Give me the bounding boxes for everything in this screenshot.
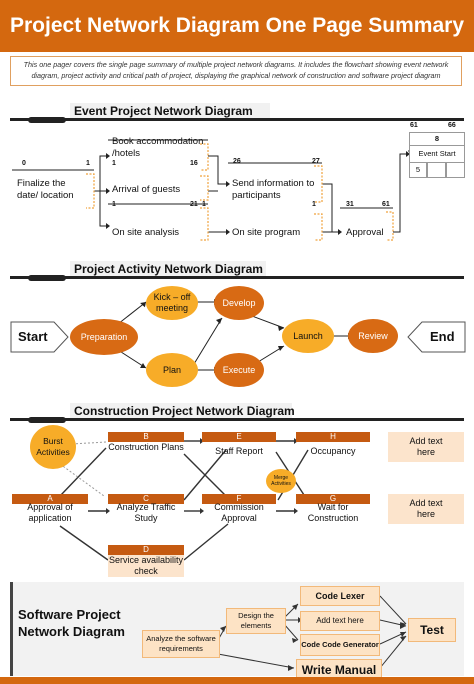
event-num-1e: 1 [312, 201, 316, 208]
activity-section-rule [10, 276, 464, 279]
construction-f-letter: F [202, 494, 276, 504]
activity-plan: Plan [146, 353, 198, 387]
software-design: Design the elements [226, 608, 286, 634]
construction-a-letter: A [12, 494, 88, 504]
construction-b-letter: B [108, 432, 184, 442]
event-start-number: 8 [409, 132, 465, 146]
event-section-pill [28, 117, 66, 123]
event-num-66: 66 [448, 122, 456, 129]
event-start-cell-empty [427, 162, 446, 178]
construction-add-text-1: Add text here [388, 432, 464, 462]
construction-burst: Burst Activities [30, 425, 76, 469]
software-side-rule [10, 582, 13, 676]
description-box: This one pager covers the single page su… [10, 56, 462, 86]
construction-section-rule [10, 418, 464, 421]
software-analyze: Analyze the software requirements [142, 630, 220, 658]
end-label: End [430, 329, 455, 344]
event-num-27: 27 [312, 158, 320, 165]
construction-a-text: Approval of application [27, 502, 73, 523]
construction-section-title: Construction Project Network Diagram [74, 404, 295, 418]
construction-c-letter: C [108, 494, 184, 504]
event-section-title: Event Project Network Diagram [74, 104, 253, 118]
header-bar [0, 0, 474, 52]
construction-merge: Merge Activities [266, 469, 296, 493]
event-onsite-analysis: On site analysis [112, 227, 180, 238]
footer-bar [0, 677, 474, 684]
construction-diagram-lines [59, 438, 309, 561]
construction-add-text-2: Add text here [388, 494, 464, 524]
activity-preparation: Preparation [70, 319, 138, 355]
event-num-21: 21 [190, 201, 198, 208]
activity-review: Review [348, 319, 398, 353]
software-code-lexer: Code Lexer [300, 586, 380, 606]
event-finalize: Finalize the date/ location [17, 178, 74, 201]
event-onsite-program: On site program [232, 227, 301, 238]
activity-execute: Execute [214, 353, 264, 387]
construction-f-text: Commission Approval [214, 502, 264, 523]
event-start-cell: 5 [409, 162, 427, 178]
event-num-26: 26 [233, 158, 241, 165]
activity-develop: Develop [214, 286, 264, 320]
event-section-rule [10, 118, 464, 121]
software-diagram-lines [217, 595, 407, 671]
activity-title-bg [70, 261, 266, 276]
end-arrow [407, 321, 466, 353]
event-num-1a: 1 [86, 160, 90, 167]
construction-h-text: Occupancy [310, 446, 356, 456]
event-start-label: Event Start [409, 145, 465, 163]
construction-c-text: Analyze Traffic Study [116, 502, 176, 523]
event-num-1d: 1 [202, 201, 206, 208]
construction-d-letter: D [108, 545, 184, 555]
construction-e-text: Staff Report [215, 446, 263, 456]
construction-g-letter: G [296, 494, 370, 504]
software-test: Test [408, 618, 456, 642]
activity-launch: Launch [282, 319, 334, 353]
construction-h-letter: H [296, 432, 370, 442]
page-title: Project Network Diagram One Page Summary [10, 14, 464, 37]
event-start-cells: 5 [409, 162, 465, 178]
construction-d-text: Service availability check [108, 555, 184, 577]
activity-section-title: Project Activity Network Diagram [74, 262, 263, 276]
software-add-text: Add text here [300, 611, 380, 631]
event-send-info: Send information to participants [232, 178, 315, 201]
construction-title-bg [70, 403, 292, 418]
event-num-31: 31 [346, 201, 354, 208]
event-num-61b: 61 [410, 122, 418, 129]
software-code-generator: Code Code Generator [300, 634, 380, 656]
start-arrow [10, 321, 69, 353]
event-start-cell-empty [446, 162, 465, 178]
construction-e-letter: E [202, 432, 276, 442]
event-num-1c: 1 [112, 201, 116, 208]
event-num-0: 0 [22, 160, 26, 167]
event-book: Book accommodation /hotels [112, 136, 204, 159]
event-approval: Approval [346, 227, 384, 238]
activity-section-pill [28, 275, 66, 281]
activity-kickoff: Kick – off meeting [146, 286, 198, 320]
construction-section-pill [28, 417, 66, 423]
construction-b-text: Construction Plans [108, 442, 184, 452]
start-label: Start [18, 329, 48, 344]
construction-g-text: Wait for Construction [307, 502, 359, 523]
event-num-16: 16 [190, 160, 198, 167]
event-num-1b: 1 [112, 160, 116, 167]
event-num-61a: 61 [382, 201, 390, 208]
event-arrival: Arrival of guests [112, 184, 181, 195]
software-section-title: Software Project Network Diagram [18, 607, 125, 639]
event-title-bg [70, 103, 270, 118]
